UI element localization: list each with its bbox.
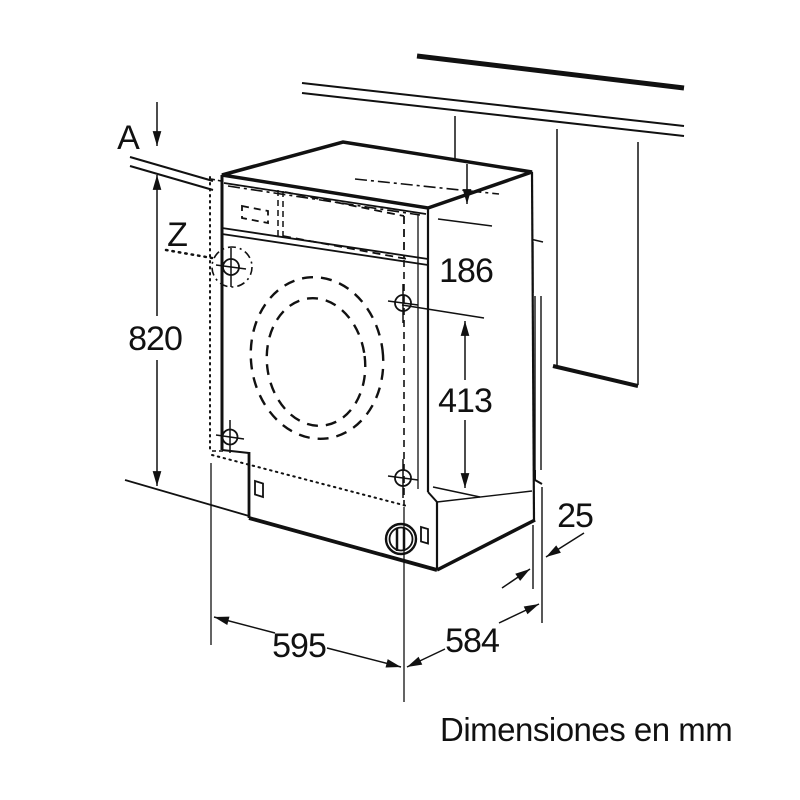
z-detail-circle <box>211 246 253 288</box>
label-a: A <box>117 119 140 157</box>
screw-bottom-right <box>387 459 419 498</box>
dimension-a: A <box>117 102 162 157</box>
label-z: Z <box>167 216 187 254</box>
screw-top-right <box>387 284 419 323</box>
mounting-screws <box>215 248 419 498</box>
floor-line <box>124 479 250 517</box>
furniture-door-outline <box>209 176 408 507</box>
units-note: Dimensiones en mm <box>440 711 732 748</box>
control-panel <box>221 178 500 266</box>
dim-595-label: 595 <box>272 627 326 665</box>
dim-186-label: 186 <box>439 252 493 290</box>
drum-door <box>249 276 385 440</box>
dimension-186: 186 <box>437 164 494 290</box>
side-bottom-edge <box>436 518 536 572</box>
screw-top-left <box>215 248 247 287</box>
worktop-and-niche <box>124 53 685 517</box>
machine-body <box>220 140 536 572</box>
plinth-slot-right <box>420 525 429 545</box>
dimension-25: 25 <box>501 497 594 589</box>
screw-bottom-left <box>215 420 245 453</box>
hinge-detail: Z <box>164 216 253 288</box>
dimension-584: 584 <box>406 603 540 668</box>
dim-25-label: 25 <box>557 497 593 535</box>
dimension-413: 413 <box>401 304 493 498</box>
display-window <box>241 204 269 225</box>
plinth-bottom-edge <box>248 516 438 572</box>
dimension-820: 820 <box>128 175 183 486</box>
plinth-slot-left <box>254 479 264 499</box>
z-leader-line <box>164 248 214 260</box>
dim-413-label: 413 <box>438 382 492 420</box>
dim-584-label: 584 <box>445 622 499 660</box>
dimension-595: 595 <box>210 463 405 702</box>
dim-820-label: 820 <box>128 320 182 358</box>
